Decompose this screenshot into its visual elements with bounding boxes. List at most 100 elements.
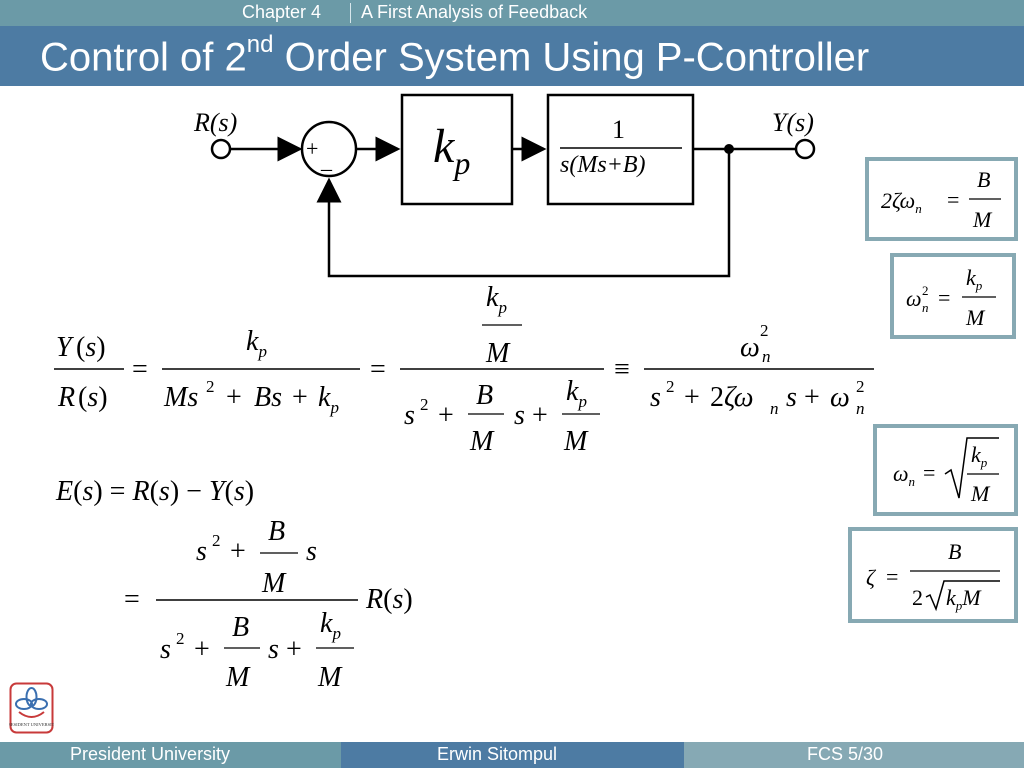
- svg-text:≡: ≡: [614, 354, 630, 385]
- formula-damping-ratio: ζ = B 2 kpM: [866, 539, 1000, 613]
- svg-text:E(s) = R(s) − Y(s): E(s) = R(s) − Y(s): [55, 476, 254, 507]
- svg-text:s: s: [268, 634, 279, 665]
- input-label: R(s): [193, 108, 237, 137]
- svg-text:(s): (s): [78, 382, 108, 413]
- block-diagram: R(s) Y(s) + _ kp 1 s(Ms+B): [193, 93, 816, 278]
- svg-text:2: 2: [912, 585, 923, 610]
- svg-text:R(s): R(s): [365, 584, 413, 615]
- svg-text:ω: ω: [740, 332, 760, 363]
- svg-text:+: +: [532, 400, 548, 431]
- svg-text:n: n: [762, 347, 771, 366]
- footer-center: Erwin Sitompul: [341, 742, 684, 768]
- svg-text:n: n: [856, 399, 865, 418]
- svg-text:B: B: [948, 539, 961, 564]
- svg-text:2: 2: [176, 629, 185, 648]
- title-bar: Control of 2nd Order System Using P-Cont…: [0, 26, 1024, 86]
- svg-text:=: =: [370, 354, 386, 385]
- footer-left: President University: [0, 742, 341, 768]
- svg-text:M: M: [970, 481, 991, 506]
- formula-box-natural-freq-squared: ω 2 n = kp M: [890, 253, 1016, 339]
- svg-text:M: M: [485, 338, 511, 369]
- controller-block: [400, 93, 514, 206]
- plus-sign: +: [306, 136, 318, 161]
- svg-text:s: s: [196, 536, 207, 567]
- svg-text:+: +: [684, 382, 700, 413]
- svg-text:(s): (s): [76, 332, 106, 363]
- plant-numerator: 1: [612, 115, 625, 144]
- svg-text:=: =: [938, 285, 950, 310]
- svg-text:s: s: [404, 400, 415, 431]
- svg-text:kp: kp: [318, 382, 339, 417]
- slide-footer: President University Erwin Sitompul FCS …: [0, 742, 1024, 768]
- svg-text:Ms: Ms: [163, 382, 198, 413]
- formula-box-damping-product: 2ζωn = B M: [865, 157, 1018, 241]
- svg-text:PRESIDENT UNIVERSITY: PRESIDENT UNIVERSITY: [9, 722, 54, 727]
- svg-text:s: s: [306, 536, 317, 567]
- svg-text:s: s: [514, 400, 525, 431]
- svg-text:+: +: [226, 382, 242, 413]
- controller-gain: kp: [433, 120, 470, 181]
- svg-text:=: =: [947, 187, 959, 212]
- svg-text:B: B: [977, 167, 990, 192]
- svg-text:Y: Y: [56, 332, 75, 363]
- svg-text:kp: kp: [566, 376, 587, 411]
- transfer-function-equation: Y (s) R (s) = kp Ms 2 + Bs + kp = kp M s…: [54, 282, 874, 457]
- svg-text:2: 2: [206, 377, 215, 396]
- svg-text:+: +: [286, 634, 302, 665]
- svg-text:s: s: [786, 382, 797, 413]
- svg-text:2ζω: 2ζω: [710, 382, 754, 413]
- svg-text:n: n: [770, 399, 779, 418]
- footer-page: FCS 5/30: [807, 744, 884, 764]
- svg-text:n: n: [922, 300, 929, 315]
- title-pre: Control of 2: [40, 35, 247, 80]
- plant-block: [546, 93, 695, 206]
- chapter-bar: Chapter 4 A First Analysis of Feedback: [0, 0, 1024, 26]
- svg-text:+: +: [292, 382, 308, 413]
- svg-text:=: =: [923, 460, 935, 485]
- svg-text:kp: kp: [971, 442, 988, 470]
- plant-denominator: s(Ms+B): [560, 152, 646, 178]
- svg-text:kp: kp: [966, 265, 983, 293]
- svg-text:ω: ω: [906, 286, 922, 311]
- output-label: Y(s): [772, 108, 814, 137]
- svg-text:2: 2: [666, 377, 675, 396]
- svg-text:s: s: [160, 634, 171, 665]
- svg-text:2: 2: [420, 395, 429, 414]
- svg-text:kp: kp: [320, 608, 341, 643]
- chapter-label: Chapter 4: [242, 2, 322, 22]
- svg-text:M: M: [469, 426, 495, 457]
- svg-text:ζ: ζ: [866, 565, 877, 590]
- svg-text:s: s: [650, 382, 661, 413]
- formula-natural-freq-squared: ω 2 n = kp M: [906, 265, 996, 330]
- svg-text:B: B: [268, 516, 285, 547]
- svg-text:M: M: [965, 305, 986, 330]
- svg-text:+: +: [438, 400, 454, 431]
- minus-sign: _: [320, 148, 333, 173]
- output-terminal: [794, 138, 816, 160]
- svg-text:=: =: [124, 584, 140, 615]
- title-post: Order System Using P-Controller: [273, 35, 870, 80]
- svg-text:B: B: [232, 612, 249, 643]
- footer-right: FCS 5/30: [684, 742, 1024, 768]
- svg-text:Bs: Bs: [254, 382, 282, 413]
- svg-text:+: +: [194, 634, 210, 665]
- input-terminal: [210, 138, 232, 160]
- svg-text:=: =: [132, 354, 148, 385]
- svg-text:R: R: [57, 382, 75, 413]
- svg-text:kp: kp: [486, 282, 507, 317]
- svg-text:M: M: [563, 426, 589, 457]
- university-logo: PRESIDENT UNIVERSITY: [5, 682, 58, 734]
- chapter-divider: [350, 3, 351, 23]
- svg-text:M: M: [225, 662, 251, 690]
- footer-author: Erwin Sitompul: [437, 744, 558, 764]
- footer-university: President University: [70, 744, 231, 764]
- error-equation: E(s) = R(s) − Y(s) = s 2 + B M s s 2 + B…: [55, 476, 413, 690]
- svg-text:ωn: ωn: [893, 461, 915, 489]
- chapter-title: A First Analysis of Feedback: [361, 2, 588, 22]
- svg-text:ω: ω: [830, 382, 850, 413]
- svg-text:2: 2: [760, 321, 769, 340]
- formula-box-damping-ratio: ζ = B 2 kpM: [848, 527, 1018, 623]
- svg-text:2: 2: [922, 283, 929, 298]
- svg-text:2: 2: [212, 531, 221, 550]
- svg-text:M: M: [972, 207, 993, 232]
